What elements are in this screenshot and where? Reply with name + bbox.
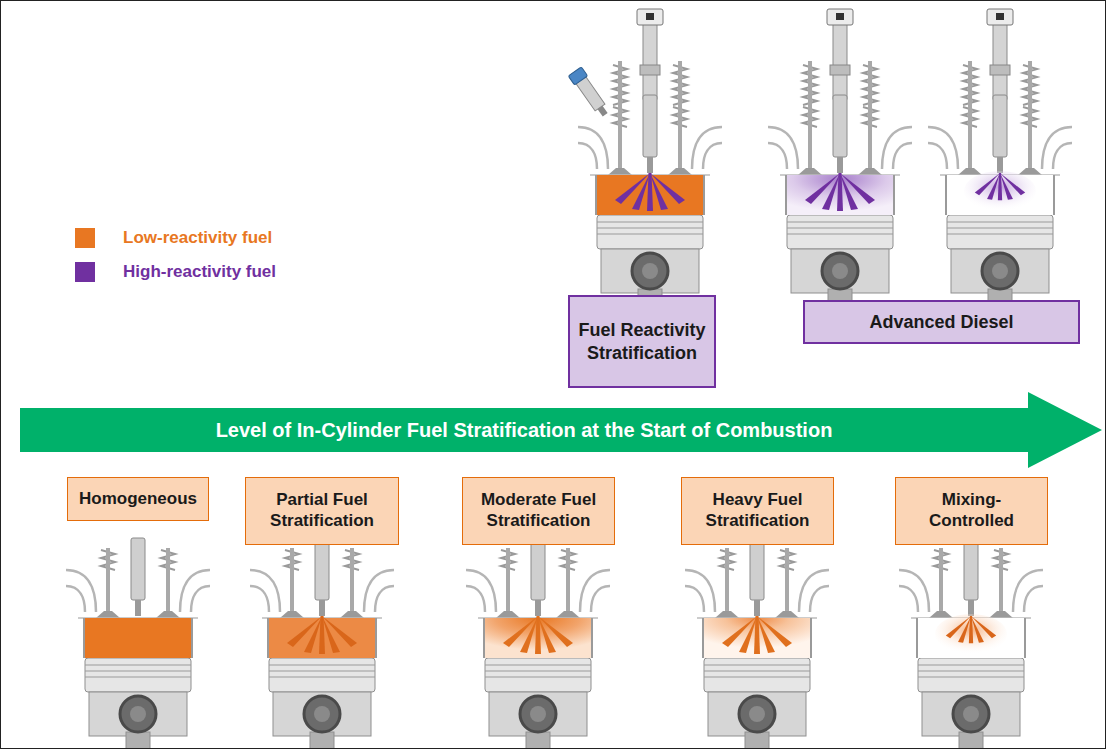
- legend-swatch: [75, 262, 95, 282]
- box-label: Moderate Fuel Stratification: [471, 490, 606, 531]
- strategy-box: Fuel Reactivity Stratification: [568, 295, 716, 388]
- axis-arrow: Level of In-Cylinder Fuel Stratification…: [20, 392, 1102, 468]
- mode-box: Moderate Fuel Stratification: [462, 477, 615, 545]
- box-label: Advanced Diesel: [869, 311, 1013, 334]
- legend-row: Low-reactivity fuel: [75, 227, 276, 249]
- mode-box: Heavy Fuel Stratification: [681, 477, 834, 545]
- box-label: Homogeneous: [79, 489, 197, 510]
- legend-row: High-reactivity fuel: [75, 261, 276, 283]
- box-label: Fuel Reactivity Stratification: [578, 319, 706, 364]
- legend-label: High-reactivity fuel: [123, 262, 276, 282]
- legend-swatch: [75, 228, 95, 248]
- legend: Low-reactivity fuelHigh-reactivity fuel: [75, 227, 276, 295]
- box-label: Heavy Fuel Stratification: [690, 490, 825, 531]
- box-label: Mixing-Controlled: [904, 490, 1039, 531]
- strategy-box: Advanced Diesel: [803, 300, 1080, 344]
- mode-box: Homogeneous: [67, 477, 209, 521]
- mode-box: Partial Fuel Stratification: [245, 477, 399, 545]
- arrow-polygon: [20, 392, 1102, 468]
- legend-label: Low-reactivity fuel: [123, 228, 272, 248]
- axis-label: Level of In-Cylinder Fuel Stratification…: [20, 408, 1028, 452]
- box-label: Partial Fuel Stratification: [254, 490, 390, 531]
- mode-box: Mixing-Controlled: [895, 477, 1048, 545]
